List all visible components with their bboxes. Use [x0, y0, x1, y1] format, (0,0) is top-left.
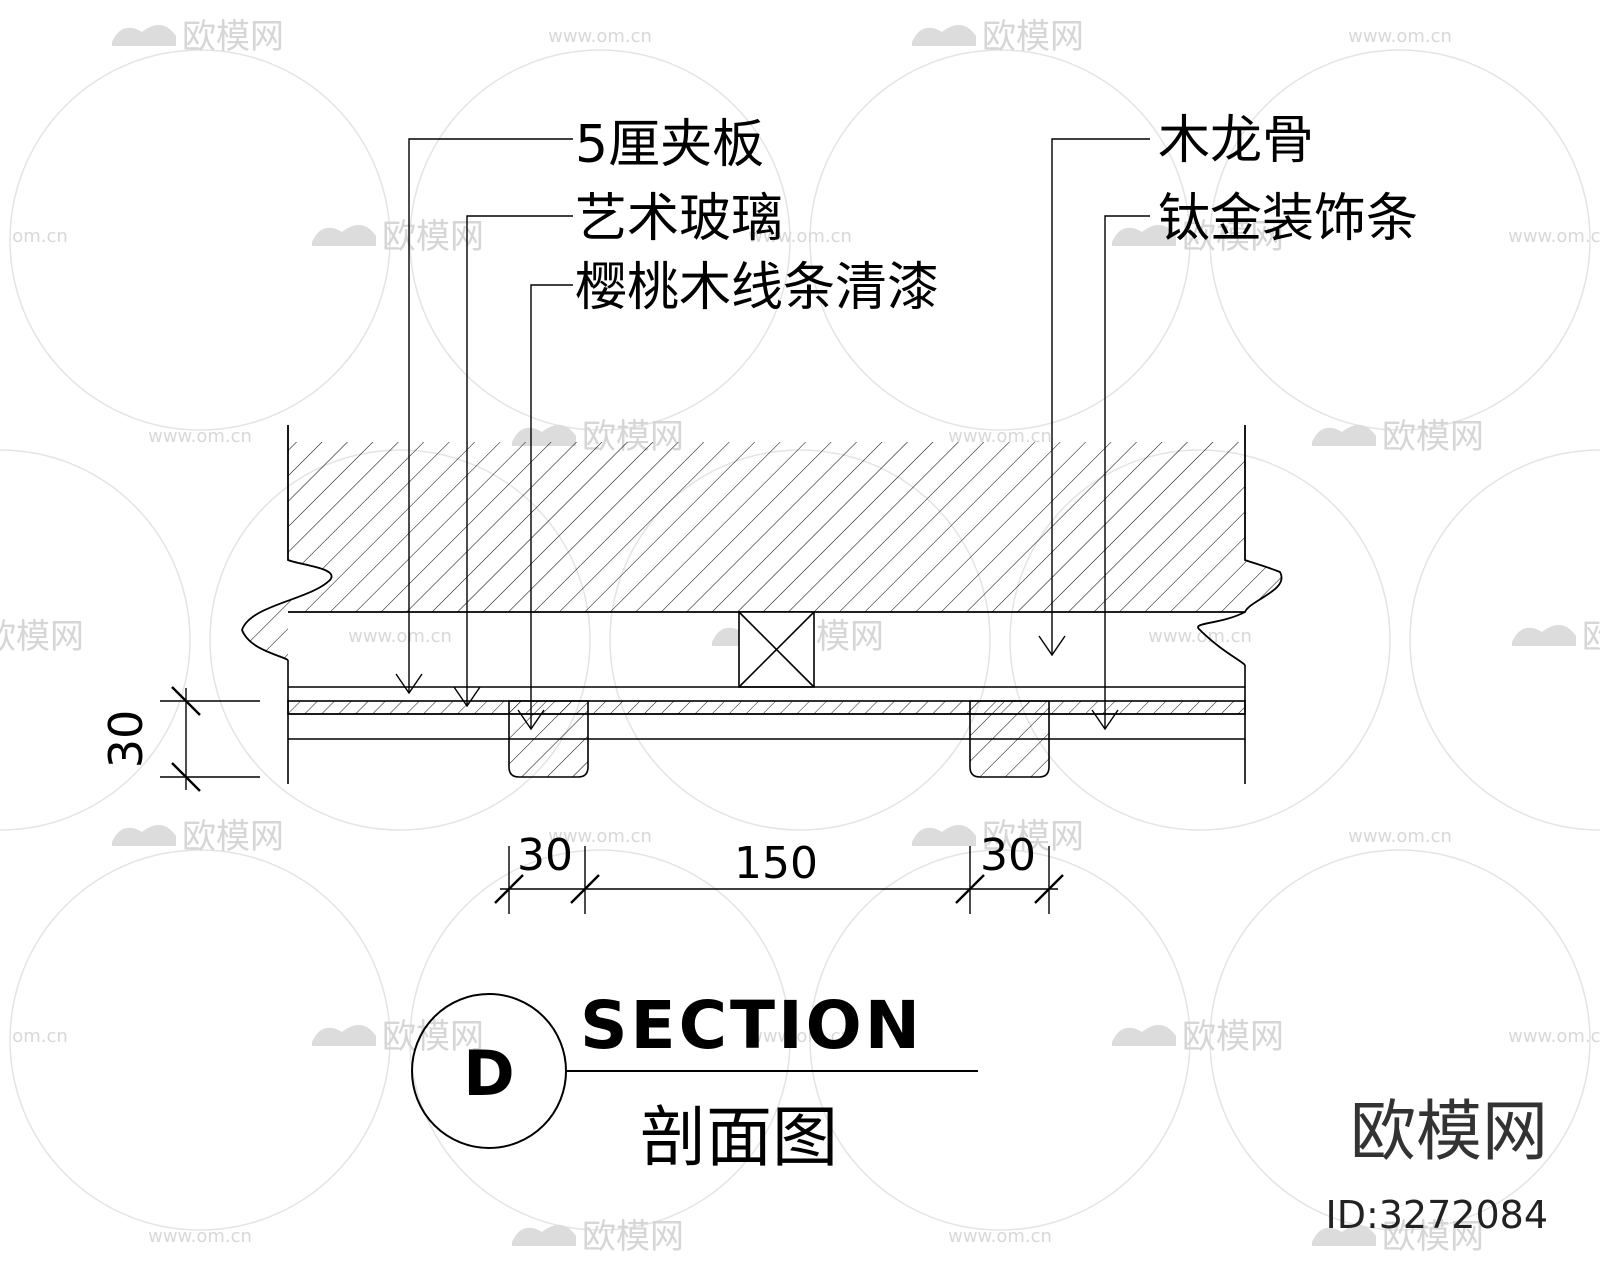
watermark-url-text: www.om.cn	[1508, 226, 1600, 247]
watermark-url-text: om.cn	[12, 1026, 68, 1047]
watermark-brand-tile: 欧模网	[312, 1017, 484, 1057]
section-title: SECTION	[580, 987, 923, 1064]
watermark-brand-text: 欧模网	[1582, 617, 1600, 657]
watermark-brand-text: 欧模网	[1182, 217, 1284, 257]
watermark-urls: www.om.cn www.om.cn om.cn www.om.cn www.om.c…	[12, 26, 1600, 1247]
dim-horizontal-right: 30	[980, 830, 1036, 881]
watermark-brand-tile: 欧模网	[1112, 217, 1284, 257]
section-subtitle: 剖面图	[640, 1099, 838, 1176]
watermark-url-text: www.om.cn	[548, 826, 652, 847]
watermark-url-text: www.om.cn	[1508, 1026, 1600, 1047]
sofa-icon	[112, 24, 176, 46]
watermark-brand-tile: 欧模网	[1112, 1017, 1284, 1057]
wood-keel-block	[738, 611, 815, 688]
section-mark-letter: D	[463, 1037, 514, 1110]
label-art-glass: 艺术玻璃	[575, 189, 783, 249]
watermark-brand-tile: 欧模网	[1312, 1217, 1484, 1257]
watermark-url-text: www.om.cn	[948, 1226, 1052, 1247]
label-plywood: 5厘夹板	[575, 115, 764, 175]
sofa-icon	[1112, 1024, 1176, 1046]
watermark-brand-tile: 欧模网	[912, 817, 1084, 857]
brand-logo-text: 欧模网	[1350, 1093, 1548, 1170]
watermark-url-text: www.om.cn	[1348, 826, 1452, 847]
watermark-brand-tile: 欧模网	[312, 217, 484, 257]
watermark-url-text: www.om.cn	[348, 626, 452, 647]
watermark-brand-text: 欧模网	[0, 617, 84, 657]
wall-section-outline	[241, 425, 333, 661]
watermark-brands: 欧模网欧模网欧模网欧模网欧模网欧模网欧模网欧模网欧模网欧模网欧模网欧模网欧模网欧…	[0, 17, 1600, 1257]
watermark-url-text: www.om.cn	[1348, 26, 1452, 47]
watermark-brand-text: 欧模网	[382, 1017, 484, 1057]
watermark-url-text: www.om.cn	[148, 1226, 252, 1247]
watermark-brand-text: 欧模网	[382, 217, 484, 257]
watermark-url-text: www.om.cn	[148, 426, 252, 447]
label-wood-keel: 木龙骨	[1158, 111, 1314, 171]
watermark-brand-tile: 欧模网	[912, 17, 1084, 57]
sofa-icon	[1312, 424, 1376, 446]
watermark-brand-tile: 欧模网	[112, 817, 284, 857]
sofa-icon	[912, 24, 976, 46]
brand-id-text: ID:3272084	[1325, 1193, 1548, 1237]
watermark-rings	[0, 49, 1600, 1231]
watermark-brand-text: 欧模网	[182, 817, 284, 857]
watermark-url-text: www.om.cn	[548, 26, 652, 47]
sofa-icon	[912, 824, 976, 846]
dim-horizontal-left: 30	[517, 830, 573, 881]
watermark-layer: 欧模网欧模网欧模网欧模网欧模网欧模网欧模网欧模网欧模网欧模网欧模网欧模网欧模网欧…	[0, 17, 1600, 1257]
sofa-icon	[512, 1224, 576, 1246]
vertical-dimension	[160, 686, 260, 792]
watermark-brand-text: 欧模网	[1382, 1217, 1484, 1257]
watermark-brand-text: 欧模网	[182, 17, 284, 57]
wall-section-hatched	[242, 442, 1282, 660]
sofa-icon	[1112, 224, 1176, 246]
wall-section-outline-right	[1197, 425, 1283, 666]
watermark-url-text: www.om.cn	[1148, 626, 1252, 647]
watermark-url-text: www.om.cn	[748, 1026, 852, 1047]
dim-horizontal-middle: 150	[734, 838, 818, 889]
cherry-wood-strip-left	[508, 700, 589, 778]
watermark-brand-tile: 欧模网	[0, 617, 84, 657]
watermark-brand-tile: 欧模网	[1312, 417, 1484, 457]
watermark-brand-text: 欧模网	[982, 817, 1084, 857]
watermark-brand-text: 欧模网	[582, 1217, 684, 1257]
sofa-icon	[512, 424, 576, 446]
watermark-url-text: www.om.cn	[748, 226, 852, 247]
leader-lines	[395, 138, 1150, 731]
watermark-url-text: om.cn	[12, 226, 68, 247]
watermark-brand-text: 欧模网	[1382, 417, 1484, 457]
watermark-brand-tile: 欧模网	[512, 1217, 684, 1257]
dim-vertical-label: 30	[99, 710, 153, 769]
label-titanium-trim: 钛金装饰条	[1158, 189, 1418, 249]
watermark-brand-text: 欧模网	[982, 17, 1084, 57]
cherry-wood-strip-right	[969, 700, 1050, 778]
sofa-icon	[312, 1024, 376, 1046]
watermark-brand-tile: 欧模网	[1512, 617, 1600, 657]
sofa-icon	[1312, 1224, 1376, 1246]
sofa-icon	[1512, 624, 1576, 646]
horizontal-dimension	[494, 846, 1064, 914]
label-cherry-wood-strip: 樱桃木线条清漆	[575, 258, 939, 318]
sofa-icon	[112, 824, 176, 846]
watermark-brand-text: 欧模网	[1182, 1017, 1284, 1057]
watermark-url-text: www.om.cn	[948, 426, 1052, 447]
watermark-brand-tile: 欧模网	[112, 17, 284, 57]
sofa-icon	[312, 224, 376, 246]
section-mark: D SECTION 剖面图	[411, 987, 978, 1176]
